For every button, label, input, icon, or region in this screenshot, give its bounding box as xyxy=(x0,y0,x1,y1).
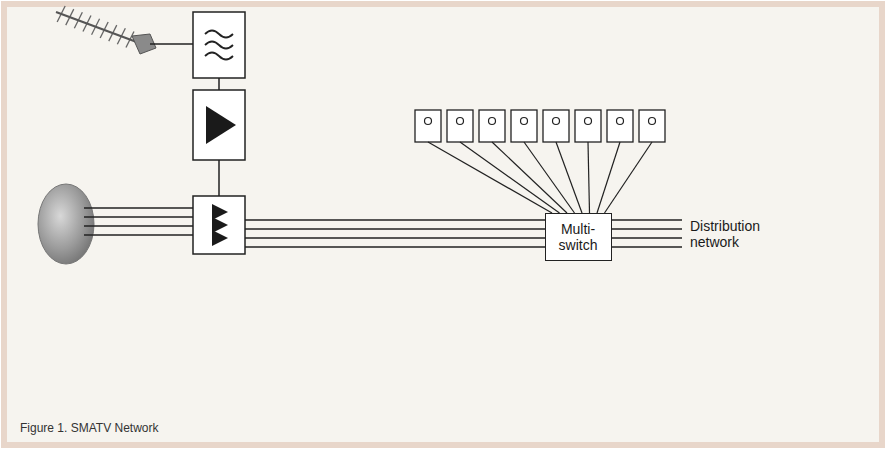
outlets xyxy=(415,110,665,213)
filter-box xyxy=(193,12,245,78)
figure-caption: Figure 1. SMATV Network xyxy=(20,421,158,435)
wire xyxy=(218,78,220,90)
antenna xyxy=(56,6,193,54)
node-label: Multi- switch xyxy=(552,221,604,253)
satellite-dish xyxy=(38,184,94,264)
combiner-box xyxy=(193,196,245,254)
wire xyxy=(218,160,220,196)
panel xyxy=(4,4,882,445)
switch-box: Multi- switch xyxy=(545,213,612,261)
distribution-label: Distribution network xyxy=(690,218,785,250)
amplifier-box xyxy=(193,90,245,160)
